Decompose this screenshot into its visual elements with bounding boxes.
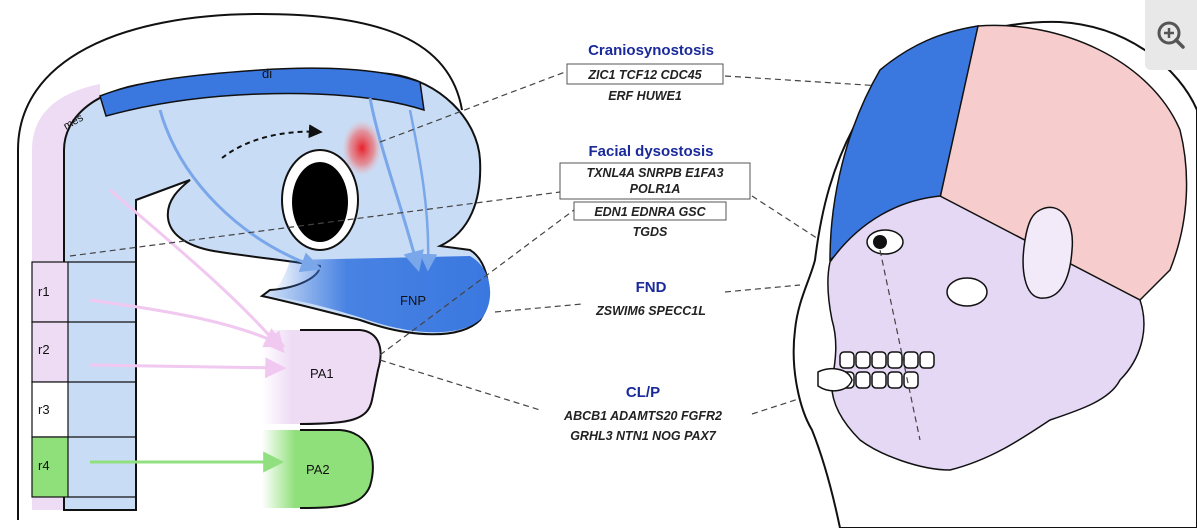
label-r1: r1 — [38, 284, 50, 299]
condition-facial-dysostosis: Facial dysostosis TXNL4A SNRPB E1FA3 POL… — [560, 143, 750, 239]
genes-craniosynostosis: ERF HUWE1 — [608, 89, 682, 103]
genes-craniosynostosis-boxed: ZIC1 TCF12 CDC45 — [587, 68, 702, 82]
label-r2: r2 — [38, 342, 50, 357]
label-r4: r4 — [38, 458, 50, 473]
title-clp: CL/P — [626, 384, 660, 401]
genes-facial: TGDS — [633, 225, 668, 239]
condition-clp: CL/P ABCB1 ADAMTS20 FGFR2 GRHL3 NTN1 NOG… — [563, 384, 722, 443]
label-r3: r3 — [38, 402, 50, 417]
title-fnd: FND — [636, 279, 667, 296]
label-fnp: FNP — [400, 293, 426, 308]
genes-clp-2: GRHL3 NTN1 NOG PAX7 — [570, 429, 717, 443]
genes-facial-boxed-2: POLR1A — [630, 182, 681, 196]
label-pa2: PA2 — [306, 462, 330, 477]
eye-lens — [292, 162, 348, 242]
genes-clp-1: ABCB1 ADAMTS20 FGFR2 — [563, 409, 722, 423]
zoom-in-icon — [1156, 20, 1186, 50]
genes-facial-boxed-3: EDN1 EDNRA GSC — [594, 205, 706, 219]
condition-craniosynostosis: Craniosynostosis ZIC1 TCF12 CDC45 ERF HU… — [567, 42, 723, 103]
label-di: di — [262, 66, 272, 81]
zoom-button[interactable] — [1145, 0, 1197, 70]
title-craniosynostosis: Craniosynostosis — [588, 42, 714, 59]
lip — [818, 369, 852, 391]
genes-fnd: ZSWIM6 SPECC1L — [595, 304, 706, 318]
label-pa1: PA1 — [310, 366, 334, 381]
embryo-head: di mes FNP r1 r2 r3 r — [18, 14, 490, 520]
title-facial-dysostosis: Facial dysostosis — [588, 143, 713, 160]
pupil — [873, 235, 887, 249]
fnp-region — [270, 256, 490, 332]
genes-facial-boxed-1: TXNL4A SNRPB E1FA3 — [586, 166, 723, 180]
adult-head — [794, 22, 1197, 528]
condition-fnd: FND ZSWIM6 SPECC1L — [595, 279, 706, 318]
zygomatic — [947, 278, 987, 306]
